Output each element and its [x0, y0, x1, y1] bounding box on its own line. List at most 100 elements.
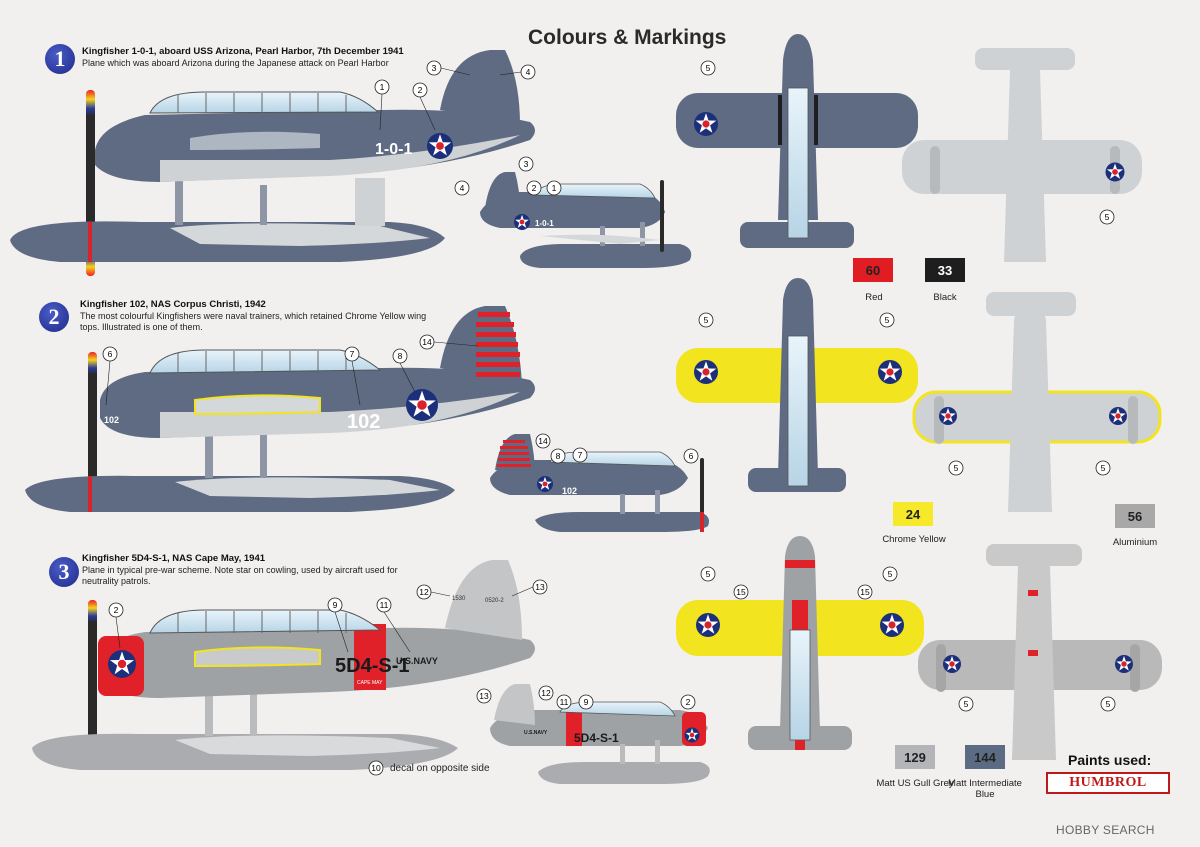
scheme-2-cowl-code: 102	[104, 415, 119, 425]
scheme-3-side-code: 5D4-S-1	[335, 655, 409, 677]
paints-used-label: Paints used:	[1068, 752, 1152, 768]
paint-chip-aluminium: 56	[1115, 504, 1155, 528]
callout-3: 3	[432, 63, 437, 73]
callout-3: 3	[524, 159, 529, 169]
callout-14: 14	[422, 337, 432, 347]
callout-5: 5	[1101, 463, 1106, 473]
scheme-2-heading: Kingfisher 102, NAS Corpus Christi, 1942	[80, 299, 266, 310]
scheme-3-callouts: 2 9 11 12 13	[108, 579, 548, 653]
scheme-3-small-side-code: 5D4-S-1	[574, 731, 619, 745]
scheme-1-side-view	[10, 50, 535, 276]
callout-2: 2	[114, 605, 119, 615]
callout-2: 2	[418, 85, 423, 95]
callout-5: 5	[704, 315, 709, 325]
callout-5: 5	[888, 569, 893, 579]
scheme-3-tail-serial: 0520-2	[485, 598, 504, 604]
scheme-3-decal-note: 10 decal on opposite side	[368, 760, 490, 776]
scheme-1-small-side-code: 1-0-1	[535, 219, 554, 228]
scheme-3-cape-may: CAPE MAY	[357, 680, 383, 686]
paint-chip-chrome-yellow: 24	[893, 502, 933, 526]
callout-5: 5	[954, 463, 959, 473]
paint-label-aluminium: Aluminium	[1112, 537, 1158, 548]
callout-1: 1	[552, 183, 557, 193]
scheme-3-small-side-view	[490, 684, 710, 784]
scheme-2-callouts: 6 7 8 14	[102, 334, 479, 406]
paint-code: 60	[865, 262, 881, 278]
scheme-3-small-fuselage-text: U.S.NAVY	[524, 730, 548, 736]
scheme-3-bottom-view	[918, 544, 1162, 760]
scheme-1-heading: Kingfisher 1-0-1, aboard USS Arizona, Pe…	[82, 46, 404, 57]
paint-label-gull-grey: Matt US Gull Grey	[876, 778, 954, 789]
callout-13: 13	[535, 582, 545, 592]
scheme-1-callouts: 1 2 3 4	[374, 60, 536, 131]
scheme-1-plan-callouts: 5 5	[700, 60, 1115, 225]
scheme-1-bottom-view	[902, 48, 1142, 262]
callout-11: 11	[560, 697, 569, 707]
paint-chip-red: 60	[853, 258, 893, 282]
scheme-2-small-side-view	[490, 434, 709, 532]
callout-5: 5	[706, 569, 711, 579]
scheme-2-bottom-view	[912, 292, 1162, 512]
sheet-title: Colours & Markings	[528, 26, 727, 49]
paint-chip-gull-grey: 129	[895, 745, 935, 769]
scheme-1-top-view	[676, 34, 918, 248]
scheme-3-small-callouts: 13 12 11 9 2	[476, 685, 696, 710]
scheme-1-description: Plane which was aboard Arizona during th…	[82, 58, 389, 68]
callout-11: 11	[380, 600, 389, 610]
scheme-3-description: Plane in typical pre-war scheme. Note st…	[82, 565, 398, 586]
paint-label-red: Red	[865, 292, 883, 303]
callout-12: 12	[541, 688, 551, 698]
paint-code: 24	[905, 506, 921, 522]
callout-4: 4	[460, 183, 465, 193]
scheme-1-badge: 1	[45, 44, 75, 74]
callout-7: 7	[350, 349, 355, 359]
watermark-text: HOBBY SEARCH	[1056, 823, 1155, 837]
callout-15: 15	[736, 587, 746, 597]
scheme-3-plan-callouts: 5 15 15 5 5 5	[700, 566, 1116, 712]
paint-code: 129	[904, 749, 926, 765]
scheme-2-side-view	[25, 306, 535, 512]
callout-2: 2	[532, 183, 537, 193]
callout-14: 14	[538, 436, 548, 446]
scheme-2-small-side-code: 102	[562, 486, 577, 496]
paint-code: 144	[974, 749, 996, 765]
scheme-3-top-view	[676, 536, 924, 750]
scheme-3-heading: Kingfisher 5D4-S-1, NAS Cape May, 1941	[82, 553, 266, 564]
paint-chip-intermediate-blue: 144	[965, 745, 1005, 769]
callout-9: 9	[584, 697, 589, 707]
callout-5: 5	[885, 315, 890, 325]
callout-4: 4	[526, 67, 531, 77]
callout-12: 12	[419, 587, 429, 597]
paint-code: 33	[937, 262, 953, 278]
callout-1: 1	[380, 82, 385, 92]
decal-note-text: decal on opposite side	[390, 763, 490, 774]
callout-15: 15	[860, 587, 870, 597]
paint-label-black: Black	[933, 292, 957, 303]
scheme-2-top-view	[676, 278, 918, 492]
callout-5: 5	[964, 699, 969, 709]
scheme-1-small-side-view	[480, 172, 692, 268]
scheme-3-fuselage-text: U.S.NAVY	[396, 656, 438, 666]
scheme-2-badge: 2	[39, 302, 69, 332]
callout-7: 7	[578, 450, 583, 460]
callout-8: 8	[398, 351, 403, 361]
scheme-1-side-code: 1-0-1	[375, 141, 412, 158]
callout-8: 8	[556, 451, 561, 461]
scheme-2-side-code: 102	[347, 411, 380, 433]
callout-6: 6	[689, 451, 694, 461]
callout-6: 6	[108, 349, 113, 359]
humbrol-logo: HUMBROL	[1046, 772, 1170, 794]
paint-label-chrome-yellow: Chrome Yellow	[882, 534, 946, 545]
scheme-2-plan-callouts: 5 5 5 5	[698, 312, 1111, 476]
callout-5: 5	[706, 63, 711, 73]
paint-chip-black: 33	[925, 258, 965, 282]
callout-9: 9	[333, 600, 338, 610]
callout-5: 5	[1105, 212, 1110, 222]
scheme-3-side-view	[32, 560, 535, 770]
scheme-2-description: The most colourful Kingfishers were nava…	[80, 311, 427, 332]
scheme-1-small-callouts: 3 4 2 1	[454, 156, 562, 196]
decal-note-number: 10	[371, 763, 381, 773]
callout-5: 5	[1106, 699, 1111, 709]
